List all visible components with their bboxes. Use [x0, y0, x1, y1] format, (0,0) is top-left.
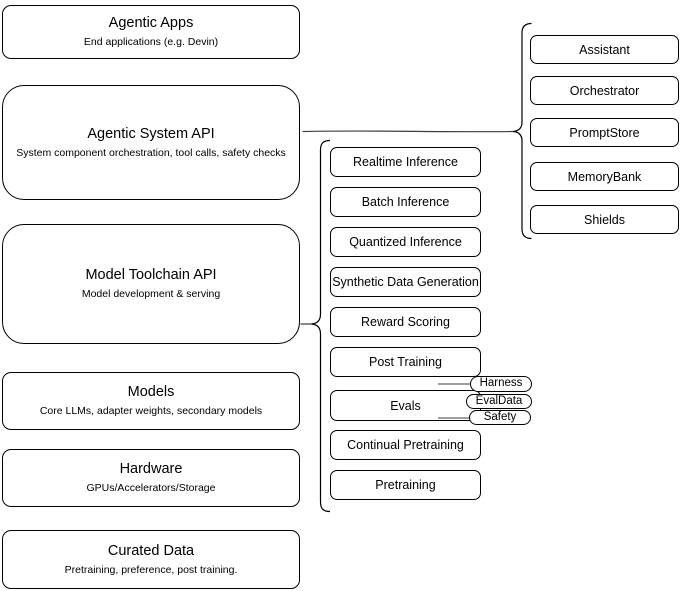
box-subtitle: Model development & serving — [81, 288, 221, 300]
box-agentic-system-api: Agentic System API System component orch… — [2, 85, 300, 200]
tag-label: Harness — [479, 377, 523, 390]
box-subtitle: Core LLMs, adapter weights, secondary mo… — [39, 405, 263, 417]
node-label: Evals — [390, 398, 421, 413]
node-synthetic-data-generation: Synthetic Data Generation — [330, 267, 481, 297]
box-agentic-apps: Agentic Apps End applications (e.g. Devi… — [2, 5, 300, 59]
node-shields: Shields — [530, 205, 679, 234]
tag-evaldata: EvalData — [466, 394, 532, 409]
box-title: Model Toolchain API — [85, 267, 217, 283]
box-model-toolchain-api: Model Toolchain API Model development & … — [2, 224, 300, 344]
box-subtitle: System component orchestration, tool cal… — [16, 146, 286, 159]
node-label: MemoryBank — [567, 169, 642, 184]
node-label: Reward Scoring — [361, 315, 450, 329]
box-subtitle: GPUs/Accelerators/Storage — [86, 482, 216, 494]
box-subtitle: Pretraining, preference, post training. — [64, 563, 238, 576]
node-label: Assistant — [579, 42, 630, 57]
node-label: Post Training — [369, 355, 442, 369]
node-label: Pretraining — [375, 478, 436, 492]
node-continual-pretraining: Continual Pretraining — [330, 430, 481, 460]
node-batch-inference: Batch Inference — [330, 187, 481, 217]
node-orchestrator: Orchestrator — [530, 76, 679, 105]
node-quantized-inference: Quantized Inference — [330, 227, 481, 257]
node-assistant: Assistant — [530, 35, 679, 64]
box-title: Hardware — [119, 461, 183, 477]
node-label: Quantized Inference — [349, 235, 462, 249]
node-label: Realtime Inference — [353, 155, 458, 169]
node-label: PromptStore — [569, 125, 640, 140]
tag-label: EvalData — [475, 394, 523, 407]
brace-agentic-components — [512, 22, 532, 240]
node-evals: Evals — [330, 390, 481, 421]
tag-harness: Harness — [470, 376, 532, 392]
node-post-training: Post Training — [330, 347, 481, 377]
node-label: Synthetic Data Generation — [332, 275, 479, 289]
node-label: Batch Inference — [361, 195, 450, 209]
box-title: Agentic System API — [87, 125, 215, 142]
box-title: Models — [127, 384, 175, 400]
node-label: Shields — [584, 212, 625, 227]
box-title: Agentic Apps — [108, 15, 194, 31]
tag-label: Safety — [483, 410, 517, 423]
box-hardware: Hardware GPUs/Accelerators/Storage — [2, 449, 300, 507]
connector-system-api-to-components — [302, 130, 514, 133]
box-models: Models Core LLMs, adapter weights, secon… — [2, 372, 300, 430]
box-title: Curated Data — [107, 542, 195, 559]
node-realtime-inference: Realtime Inference — [330, 147, 481, 177]
node-label: Orchestrator — [569, 83, 640, 98]
node-pretraining: Pretraining — [330, 470, 481, 500]
box-subtitle: End applications (e.g. Devin) — [83, 36, 219, 48]
node-memorybank: MemoryBank — [530, 162, 679, 191]
tag-safety: Safety — [469, 410, 531, 425]
node-promptstore: PromptStore — [530, 118, 679, 147]
box-curated-data: Curated Data Pretraining, preference, po… — [2, 530, 300, 589]
node-reward-scoring: Reward Scoring — [330, 307, 481, 337]
brace-toolchain-capabilities — [311, 139, 331, 513]
node-label: Continual Pretraining — [347, 438, 464, 452]
